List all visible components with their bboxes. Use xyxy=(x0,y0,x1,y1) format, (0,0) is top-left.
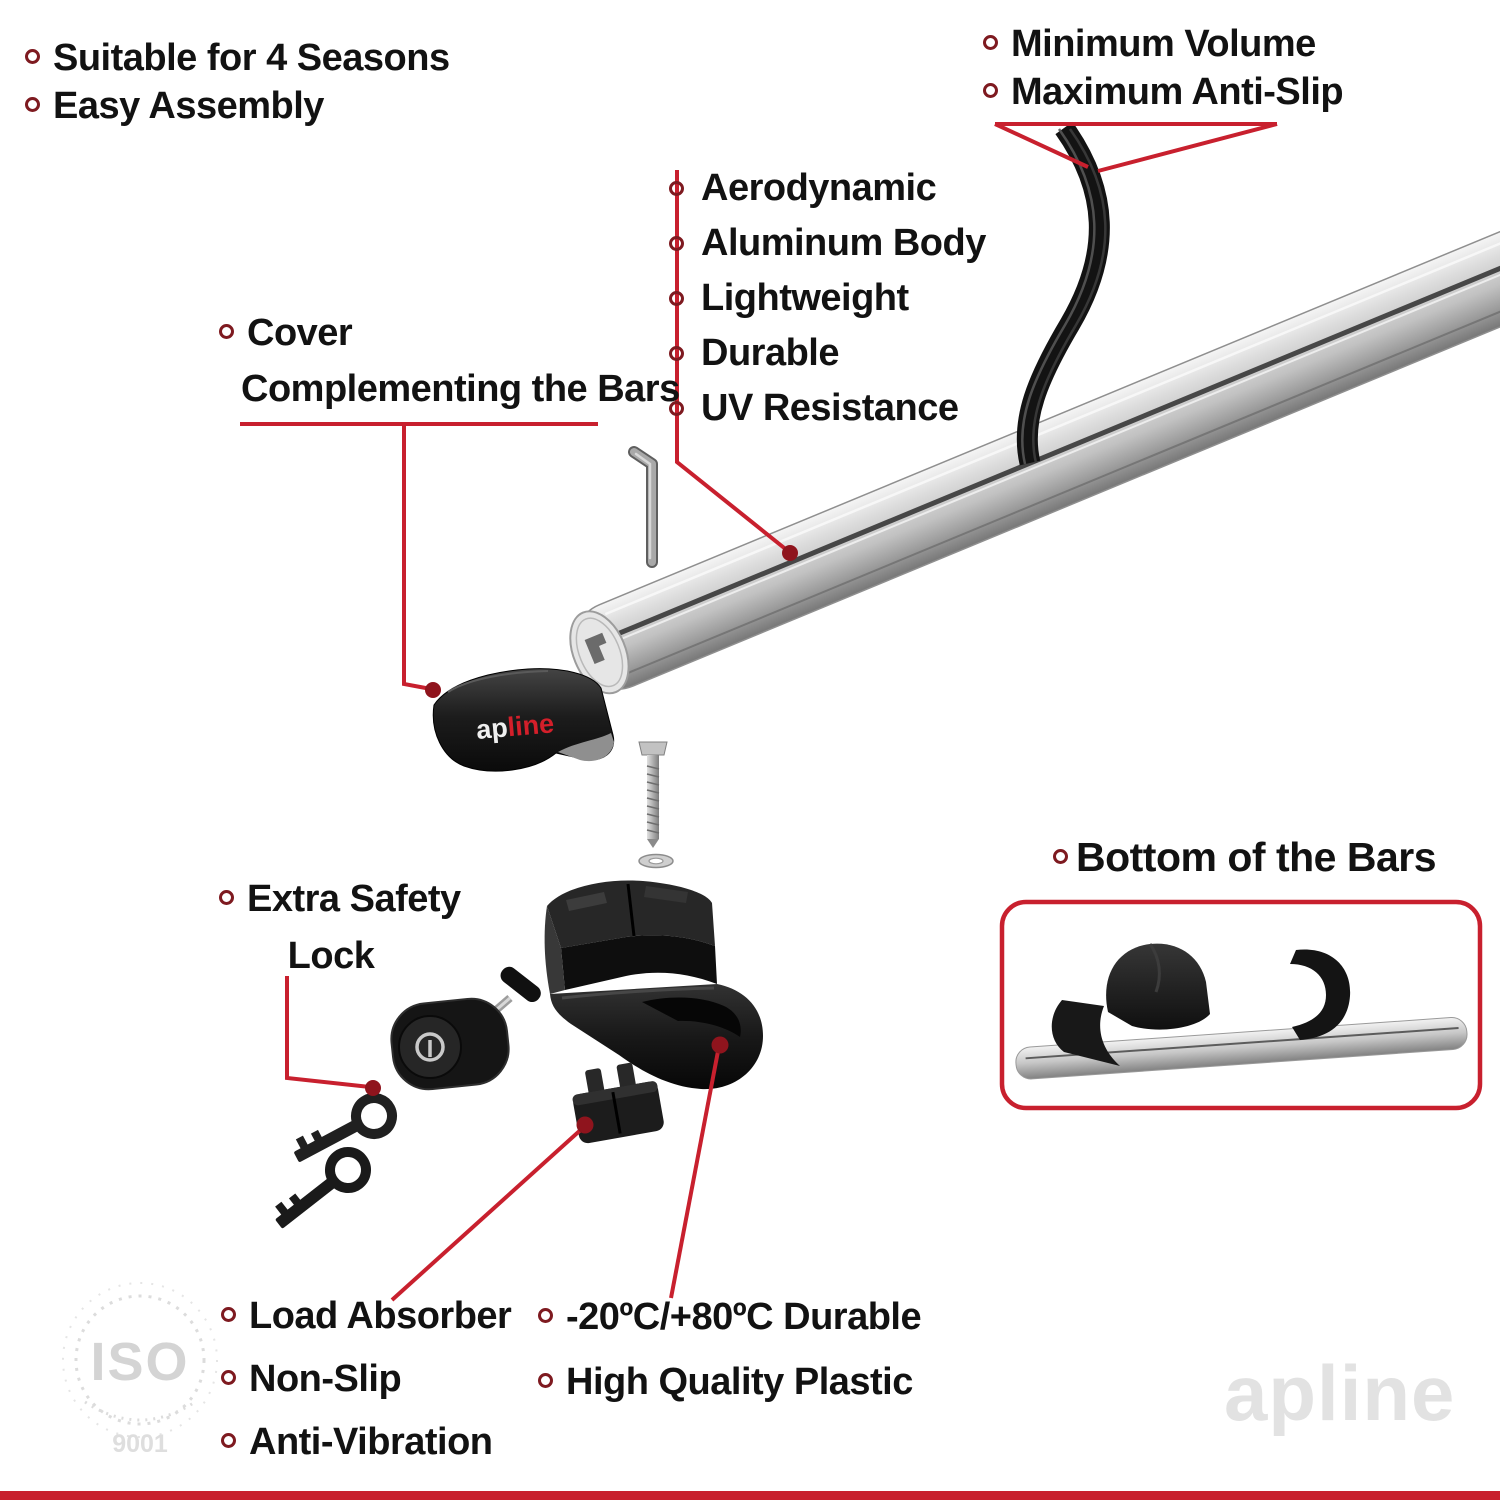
brand-watermark: apline xyxy=(1224,1349,1456,1437)
keyhole-icon xyxy=(415,1032,445,1062)
callout-uv-resistance: UV Resistance xyxy=(701,387,959,429)
inset-under-strap xyxy=(1051,1000,1120,1066)
bottom-accent-strip xyxy=(0,1491,1500,1500)
bullet-icon xyxy=(538,1308,553,1323)
callout-extra-safety: Extra Safety xyxy=(219,879,461,919)
callout-maximum-antislip: Maximum Anti-Slip xyxy=(983,71,1344,113)
callout-bottom-of-bars: Bottom of the Bars xyxy=(1076,834,1437,880)
callout-label: Extra Safety xyxy=(247,878,461,920)
callout-aluminum-body: Aluminum Body xyxy=(701,222,986,264)
bullet-icon xyxy=(25,49,40,64)
logo-prefix: ap xyxy=(475,712,509,745)
logo-suffix: line xyxy=(506,708,555,742)
connector-antislip xyxy=(994,122,1278,173)
callout-temperature-durable: -20ºC/+80ºC Durable xyxy=(538,1296,922,1338)
connector-lock xyxy=(285,976,371,1089)
connector-cover xyxy=(240,422,598,691)
callout-label: UV Resistance xyxy=(701,387,959,429)
connector-lines xyxy=(240,122,1278,1302)
bullet-icon xyxy=(219,324,234,339)
callout-minimum-volume: Minimum Volume xyxy=(983,24,1316,64)
mounting-foot xyxy=(544,880,763,1090)
bullet-icon xyxy=(983,35,998,50)
bullet-icon xyxy=(219,890,234,905)
callout-four-seasons: Suitable for 4 Seasons xyxy=(25,38,450,78)
iso-9001-badge: ISO 9001 xyxy=(62,1282,218,1458)
callout-label: Anti-Vibration xyxy=(249,1421,493,1463)
security-lock xyxy=(390,966,541,1091)
callout-non-slip: Non-Slip xyxy=(221,1358,402,1400)
bullet-icon xyxy=(25,97,40,112)
connector-load-absorber xyxy=(390,1124,587,1302)
bullet-icon xyxy=(669,181,684,196)
connector-durable xyxy=(669,1045,721,1299)
callout-label: Cover xyxy=(247,312,353,354)
callout-durable: Durable xyxy=(701,332,839,374)
callout-label: Bottom of the Bars xyxy=(1076,834,1437,880)
callout-lightweight: Lightweight xyxy=(701,277,909,319)
callout-cover-line1: Cover xyxy=(219,312,353,354)
callout-label: Lock xyxy=(287,935,375,977)
bottom-of-bars-inset xyxy=(999,899,1483,1111)
bullet-icon xyxy=(1053,849,1068,864)
callout-label: Complementing the Bars xyxy=(241,368,680,410)
iso-number: 9001 xyxy=(112,1430,168,1458)
bullet-icon xyxy=(538,1373,553,1388)
callout-lock: Lock xyxy=(241,936,421,976)
load-absorber-part xyxy=(572,1062,664,1144)
bullet-icon xyxy=(669,291,684,306)
keys xyxy=(275,1093,397,1229)
bar-end-channel xyxy=(584,632,607,665)
callout-label: Suitable for 4 Seasons xyxy=(53,37,450,79)
iso-text: ISO xyxy=(90,1332,189,1392)
callout-label: Easy Assembly xyxy=(53,85,324,127)
crossbar-illustration xyxy=(569,204,1500,695)
cover-brand-logo: apline xyxy=(475,708,555,745)
callout-cover-line2: Complementing the Bars xyxy=(241,368,680,410)
callout-label: Durable xyxy=(701,332,839,374)
callout-easy-assembly: Easy Assembly xyxy=(25,86,324,126)
callout-label: Non-Slip xyxy=(249,1358,402,1400)
inset-strap xyxy=(1290,949,1351,1040)
foot-cover: apline xyxy=(432,668,615,772)
washer xyxy=(638,853,674,869)
rubber-strip xyxy=(1016,121,1110,466)
bolt xyxy=(638,741,668,848)
callout-aerodynamic: Aerodynamic xyxy=(701,167,937,209)
bar-slot-groove xyxy=(618,225,1500,636)
callout-high-quality-plastic: High Quality Plastic xyxy=(538,1362,913,1402)
connector-bar-features xyxy=(675,170,790,553)
callout-label: Lightweight xyxy=(701,277,909,319)
callout-label: Aerodynamic xyxy=(701,167,937,209)
callout-label: -20ºC/+80ºC Durable xyxy=(566,1296,922,1338)
callout-label: Aluminum Body xyxy=(701,222,986,264)
callout-label: Minimum Volume xyxy=(1011,23,1316,65)
bullet-icon xyxy=(669,401,684,416)
bullet-icon xyxy=(221,1433,236,1448)
connector-dots xyxy=(365,545,798,1134)
callout-label: Maximum Anti-Slip xyxy=(1011,71,1344,113)
callout-load-absorber: Load Absorber xyxy=(221,1295,512,1337)
bullet-icon xyxy=(669,236,684,251)
allen-key xyxy=(628,446,658,568)
cover-clip xyxy=(558,733,614,762)
lock-pin-knob xyxy=(500,966,541,1003)
bullet-icon xyxy=(669,346,684,361)
bullet-icon xyxy=(221,1370,236,1385)
bullet-icon xyxy=(221,1307,236,1322)
bar-highlight-line xyxy=(604,205,1500,616)
bullet-icon xyxy=(983,83,998,98)
callout-anti-vibration: Anti-Vibration xyxy=(221,1422,493,1462)
callout-label: High Quality Plastic xyxy=(566,1361,913,1403)
callout-label: Load Absorber xyxy=(249,1295,512,1337)
